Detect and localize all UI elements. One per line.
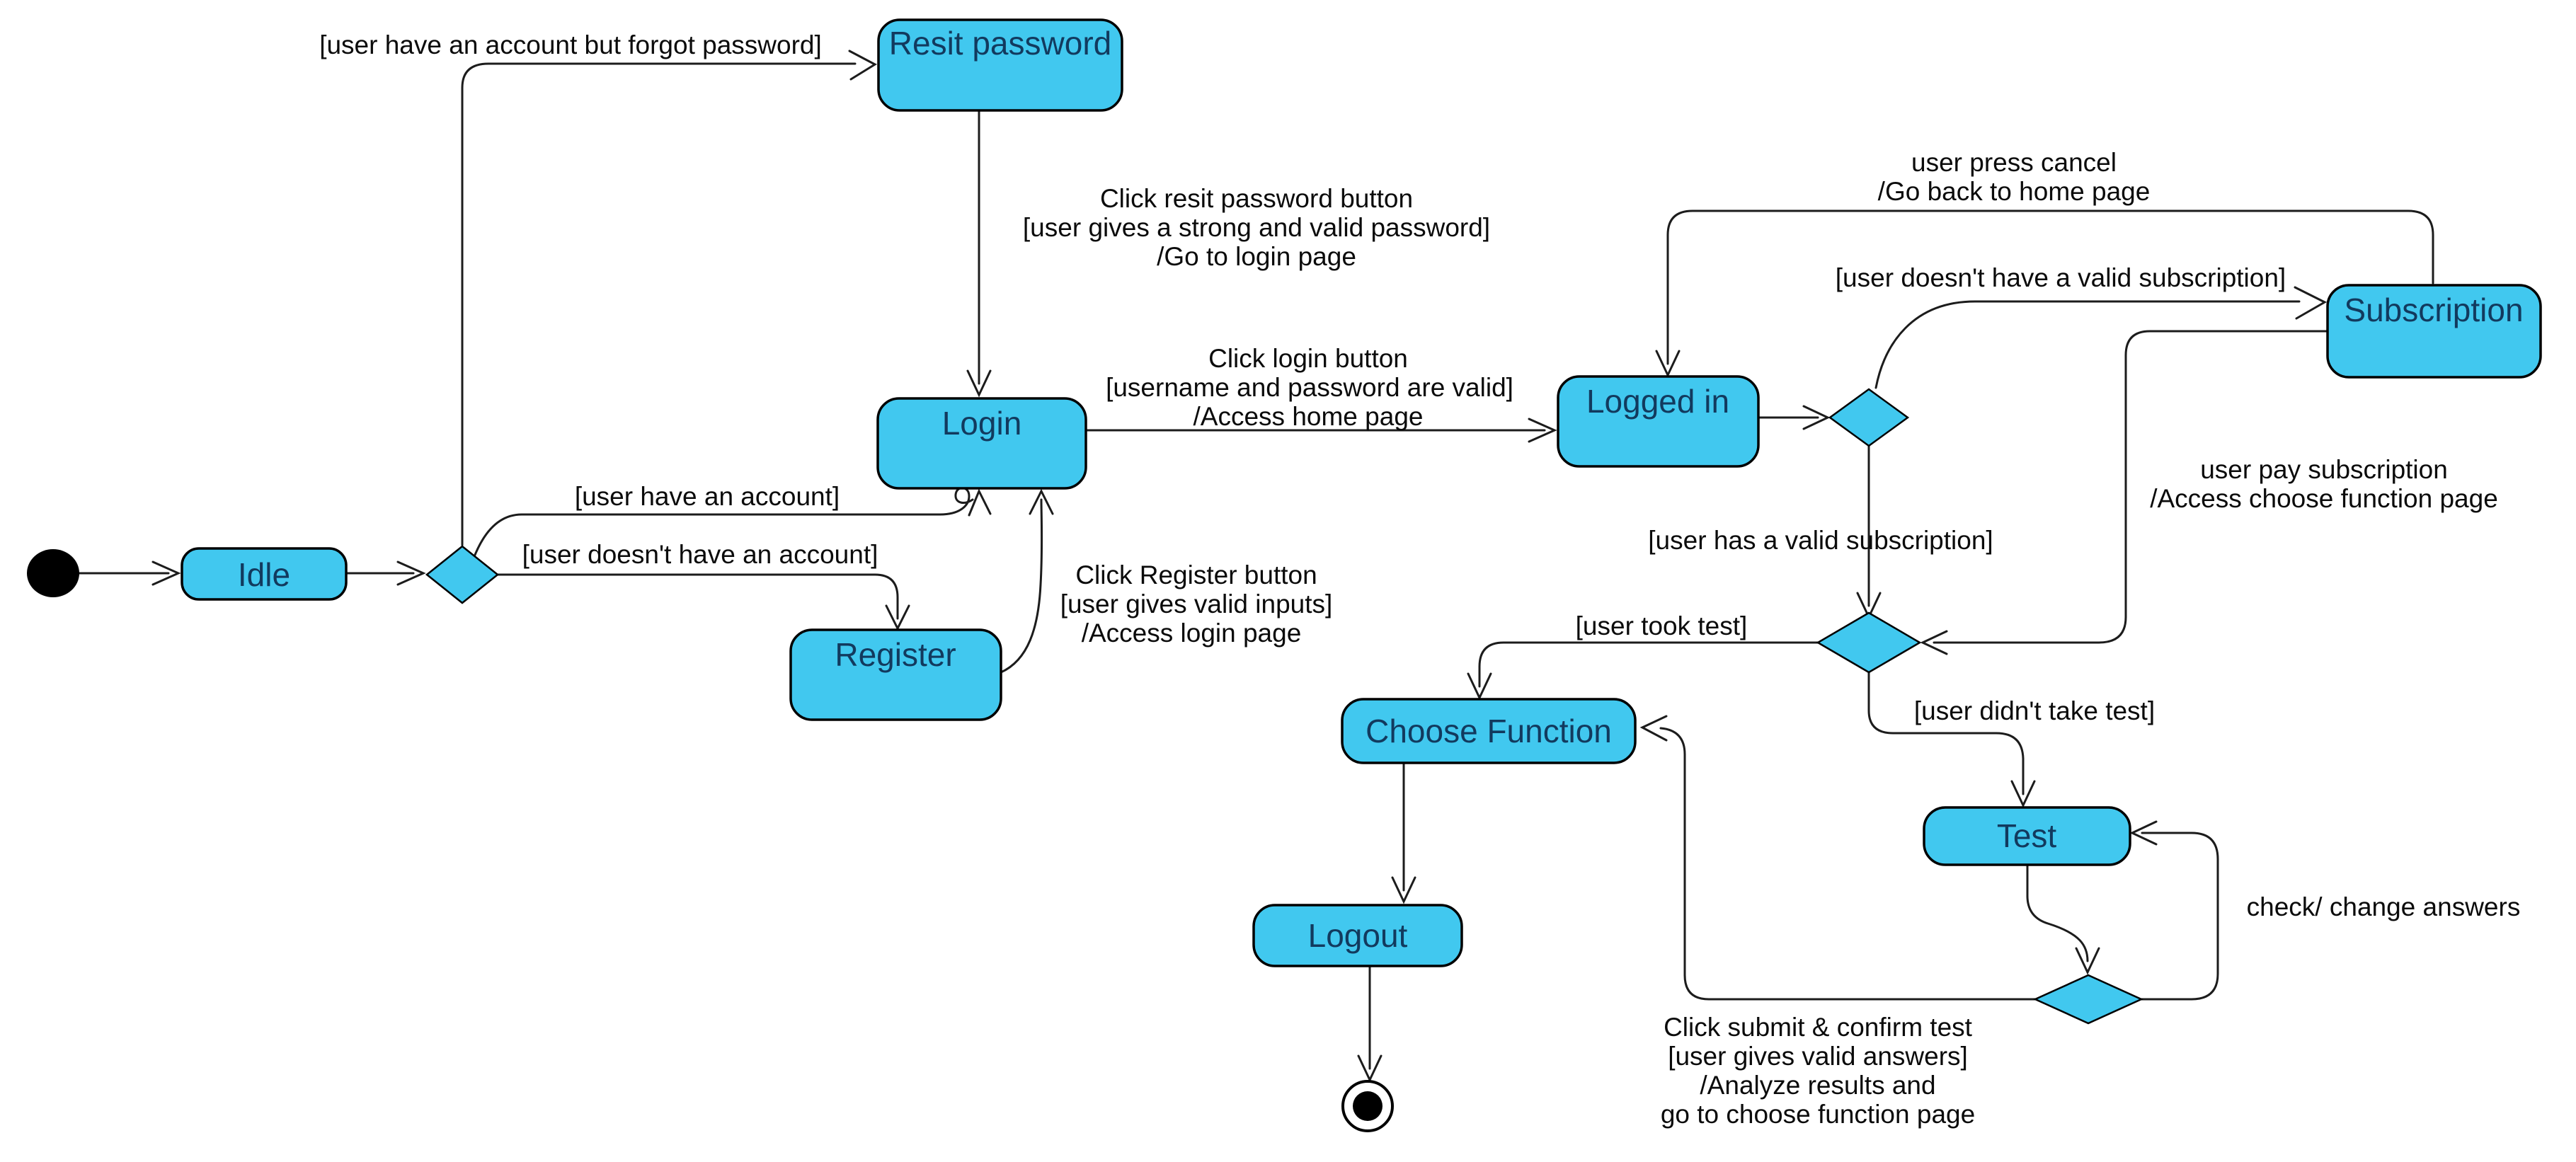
edge-subscription-to-decision3 bbox=[1933, 330, 2329, 644]
arrowhead bbox=[1528, 418, 1557, 443]
label-pay-subscription-1: user pay subscription bbox=[2200, 455, 2448, 484]
arrowhead bbox=[1655, 350, 1681, 378]
state-logout bbox=[1252, 904, 1463, 967]
arrowhead bbox=[1357, 1054, 1383, 1083]
state-logged-in-label: Logged in bbox=[1586, 383, 1729, 420]
arrowhead bbox=[151, 560, 181, 586]
arrowhead bbox=[1391, 876, 1416, 904]
state-subscription bbox=[2326, 284, 2542, 379]
label-submit-test-3: /Analyze results and bbox=[1700, 1071, 1935, 1100]
state-test-label: Test bbox=[1997, 817, 2057, 854]
label-took-test: [user took test] bbox=[1576, 611, 1748, 640]
arrowhead bbox=[885, 604, 910, 631]
label-submit-test-2: [user gives valid answers] bbox=[1668, 1042, 1968, 1071]
state-choose-function bbox=[1341, 698, 1637, 764]
state-test bbox=[1923, 806, 2131, 866]
edge-decision3-to-test bbox=[1867, 671, 2025, 795]
arrowhead bbox=[848, 50, 878, 81]
state-logged-in bbox=[1557, 375, 1760, 468]
label-register-done-2: [user gives valid inputs] bbox=[1060, 589, 1333, 619]
label-valid-subscription: [user has a valid subscription] bbox=[1648, 526, 1993, 555]
label-press-cancel-2: /Go back to home page bbox=[1878, 177, 2151, 206]
state-logout-label: Logout bbox=[1308, 917, 1408, 954]
edge-decision1-to-reset bbox=[461, 62, 857, 546]
label-submit-test-1: Click submit & confirm test bbox=[1664, 1013, 1973, 1042]
edge-subscription-to-loggedin bbox=[1666, 209, 2434, 365]
arrowhead bbox=[1029, 488, 1054, 515]
label-pay-subscription-2: /Access choose function page bbox=[2150, 484, 2498, 513]
edge-register-to-login bbox=[1000, 498, 1043, 674]
label-reset-done-3: /Go to login page bbox=[1157, 242, 1356, 271]
arrowhead bbox=[968, 488, 992, 517]
edge-decision4-to-choosefn bbox=[1659, 727, 2037, 1001]
state-register-label: Register bbox=[835, 636, 956, 673]
label-no-subscription: [user doesn't have a valid subscription] bbox=[1836, 263, 2286, 292]
state-choose-function-label: Choose Function bbox=[1366, 713, 1612, 749]
decision-submit bbox=[2032, 974, 2144, 1025]
arrowhead bbox=[2010, 780, 2036, 808]
label-reset-done-2: [user gives a strong and valid password] bbox=[1023, 213, 1490, 242]
label-check-answers: check/ change answers bbox=[2247, 892, 2521, 921]
label-register-done-1: Click Register button bbox=[1075, 560, 1317, 589]
state-idle-label: Idle bbox=[238, 556, 290, 593]
edge-decision3-to-choosefn bbox=[1478, 641, 1819, 688]
final-state-dot bbox=[1353, 1091, 1383, 1121]
label-submit-test-4: go to choose function page bbox=[1661, 1100, 1975, 1129]
arrowhead bbox=[2129, 820, 2158, 846]
decision-test-taken bbox=[1816, 611, 1922, 674]
label-didnt-take-test: [user didn't take test] bbox=[1914, 696, 2155, 725]
state-login bbox=[876, 397, 1087, 490]
edge-decision2-to-subscription bbox=[1874, 300, 2301, 389]
decision-account bbox=[425, 545, 500, 604]
label-no-account: [user doesn't have an account] bbox=[522, 540, 878, 569]
label-have-account: [user have an account] bbox=[575, 482, 840, 511]
label-reset-done-1: Click resit password button bbox=[1100, 184, 1413, 213]
arrowhead bbox=[396, 560, 426, 586]
label-register-done-3: /Access login page bbox=[1082, 619, 1302, 648]
state-reset-password-label: Resit password bbox=[889, 25, 1111, 62]
arrowhead bbox=[2294, 286, 2328, 320]
arrowhead bbox=[1920, 630, 1948, 655]
arrowhead bbox=[966, 369, 992, 398]
state-reset-password bbox=[877, 18, 1123, 112]
label-forgot-password: [user have an account but forgot passwor… bbox=[319, 30, 822, 59]
state-subscription-label: Subscription bbox=[2344, 292, 2523, 328]
edge-decision1-to-register bbox=[496, 573, 899, 620]
label-login-success-3: /Access home page bbox=[1193, 402, 1424, 431]
edge-decision1-to-login bbox=[472, 487, 974, 560]
arrowhead bbox=[1467, 672, 1492, 701]
edge-decision4-to-test bbox=[2140, 832, 2219, 1001]
arrowhead bbox=[1639, 715, 1668, 742]
label-login-success-2: [username and password are valid] bbox=[1106, 373, 1513, 402]
arrowhead bbox=[1802, 405, 1831, 430]
state-idle bbox=[181, 547, 348, 601]
label-press-cancel-1: user press cancel bbox=[1911, 148, 2117, 177]
edge-test-to-decision4 bbox=[2026, 863, 2089, 962]
arrowhead bbox=[2075, 947, 2100, 975]
state-register bbox=[789, 628, 1002, 721]
initial-state-dot bbox=[27, 549, 79, 597]
label-login-success-1: Click login button bbox=[1208, 344, 1408, 373]
decision-subscription bbox=[1828, 388, 1910, 447]
state-login-label: Login bbox=[942, 405, 1022, 442]
